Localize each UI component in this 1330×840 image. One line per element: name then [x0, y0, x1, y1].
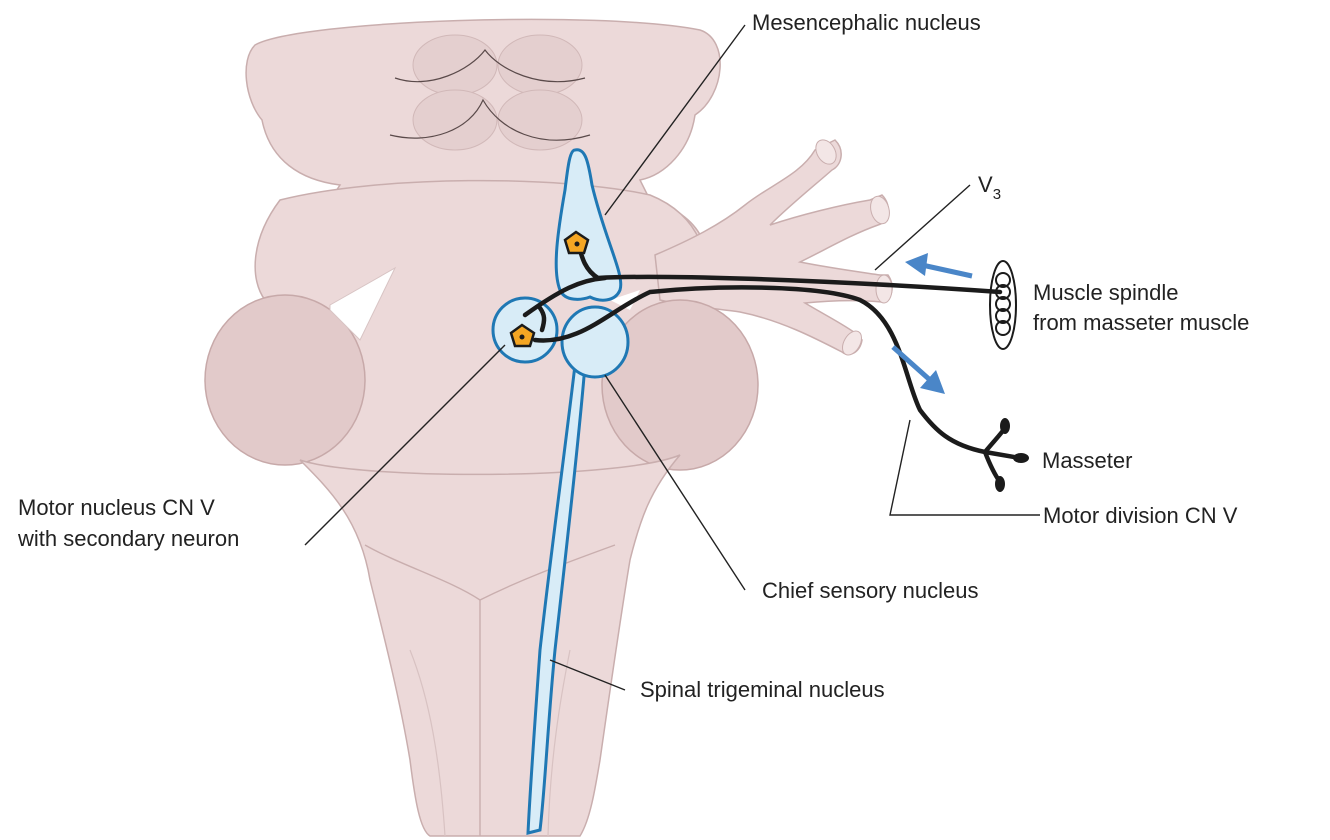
medulla — [300, 455, 680, 836]
label-chief-sensory-nucleus: Chief sensory nucleus — [762, 578, 978, 603]
label-motor-division: Motor division CN V — [1043, 503, 1238, 528]
label-mesencephalic-nucleus: Mesencephalic nucleus — [752, 10, 981, 35]
label-masseter: Masseter — [1042, 448, 1132, 473]
label-muscle-spindle-line2: from masseter muscle — [1033, 310, 1249, 335]
label-spinal-trigeminal-nucleus: Spinal trigeminal nucleus — [640, 677, 885, 702]
afferent-arrow-icon — [905, 253, 972, 276]
efferent-arrow-icon — [893, 347, 945, 394]
label-v3: V3 — [978, 172, 1001, 203]
chief-sensory-nucleus-shape — [562, 307, 628, 377]
label-motor-nucleus-line1: Motor nucleus CN V — [18, 495, 215, 520]
muscle-spindle-icon — [990, 261, 1016, 349]
label-muscle-spindle-line1: Muscle spindle — [1033, 280, 1179, 305]
leader-motor-division — [890, 420, 1040, 515]
label-motor-nucleus-line2: with secondary neuron — [17, 526, 239, 551]
